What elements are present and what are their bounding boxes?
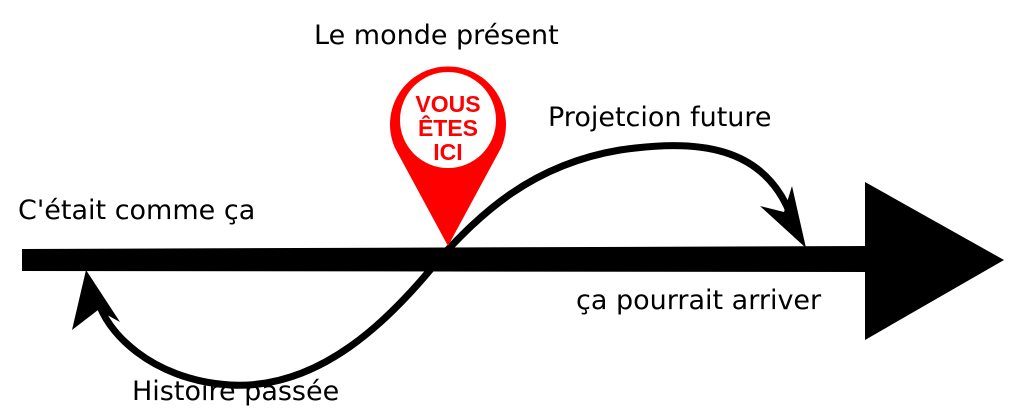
could-happen-label: ça pourrait arriver [576, 285, 822, 316]
past-state-label: C'était comme ça [18, 195, 256, 226]
pin-label: VOUS ÊTES ICI [398, 92, 498, 164]
timeline-axis [22, 246, 870, 272]
past-arrowhead [72, 270, 120, 330]
timeline-arrowhead [865, 182, 1004, 340]
past-history-label: Histoire passée [132, 376, 340, 407]
pin-line-3: ICI [433, 139, 463, 165]
pin-line-2: ÊTES [417, 115, 479, 141]
location-pin-icon [390, 66, 506, 246]
future-projection-label: Projetcion future [548, 102, 772, 133]
pin-line-1: VOUS [415, 91, 481, 117]
future-arrowhead [760, 186, 806, 248]
present-world-label: Le monde présent [314, 20, 559, 51]
